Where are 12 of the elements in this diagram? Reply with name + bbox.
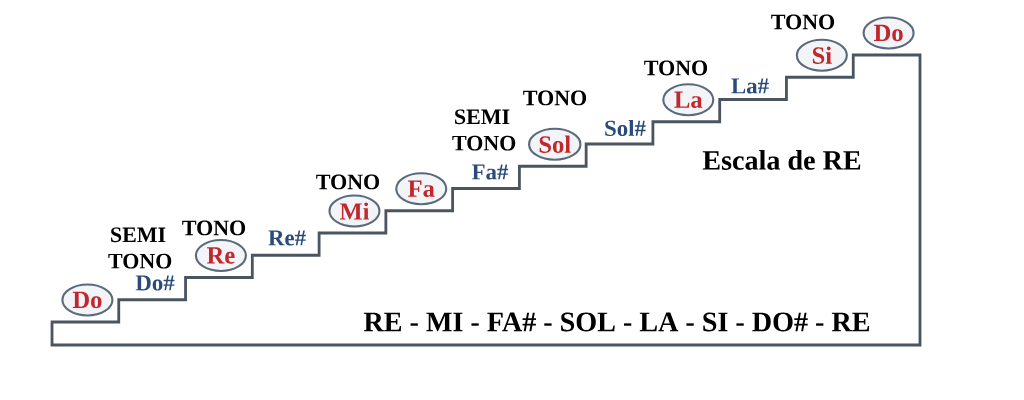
interval-label: TONO — [316, 174, 380, 190]
interval-label: TONO — [771, 14, 835, 30]
interval-label: SEMI TONO — [452, 109, 516, 151]
sharp-note-label: La# — [731, 78, 769, 94]
sharp-note-label: Re# — [268, 230, 306, 246]
sharp-note-label: Do# — [135, 275, 175, 291]
sharp-note-label: Fa# — [472, 164, 509, 180]
sharp-note-label: Sol# — [605, 119, 646, 136]
scale-notes: RE - MI - FA# - SOL - LA - SI - DO# - RE — [363, 312, 870, 332]
interval-label: TONO — [523, 90, 587, 106]
interval-label: SEMI TONO — [108, 227, 172, 269]
scale-title: Escala de RE — [702, 150, 861, 170]
